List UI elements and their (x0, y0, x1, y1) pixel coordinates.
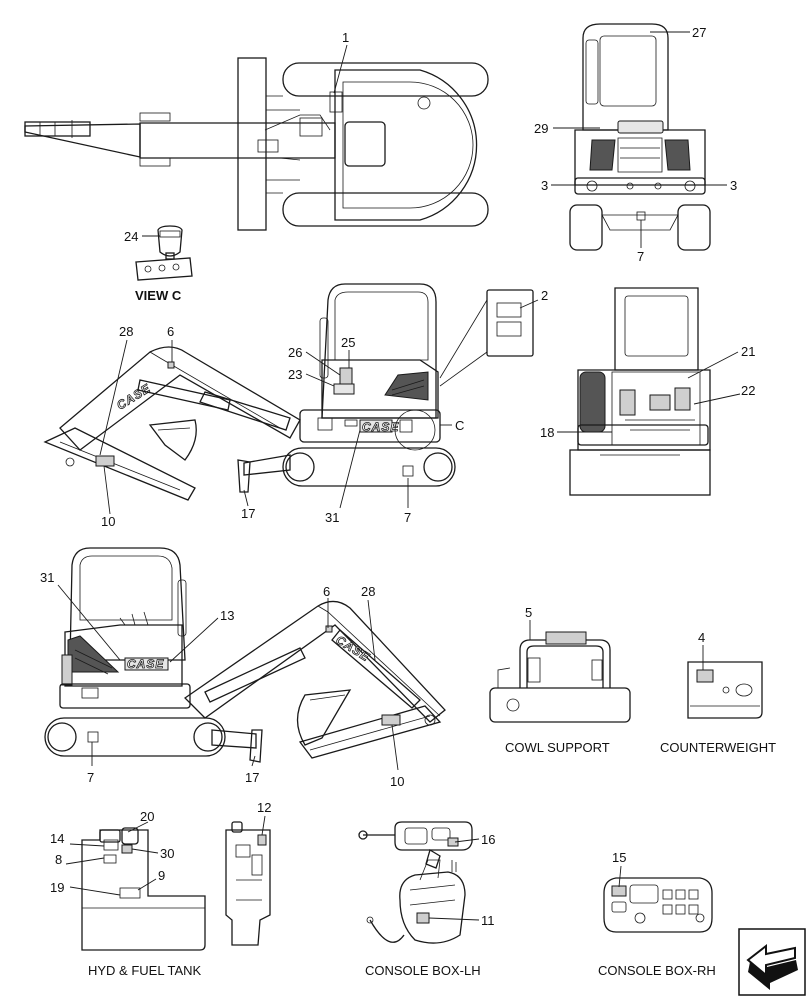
brand-decal-1: CASE (362, 420, 399, 434)
callout-22: 22 (741, 383, 755, 398)
callout-28-bottom: 28 (361, 584, 375, 599)
callout-2: 2 (541, 288, 548, 303)
tank-side-part (225, 821, 271, 946)
counterweight-part (687, 661, 763, 719)
callout-29: 29 (534, 121, 548, 136)
caption-counterweight: COUNTERWEIGHT (660, 740, 776, 755)
console-box-rh-part (603, 877, 713, 933)
callout-6-bottom: 6 (323, 584, 330, 599)
callout-17-bottom: 17 (245, 770, 259, 785)
callout-25: 25 (341, 335, 355, 350)
callout-7-side1: 7 (404, 510, 411, 525)
callout-3-right: 3 (730, 178, 737, 193)
next-page-arrow-icon[interactable] (738, 928, 806, 996)
caption-cowl-support: COWL SUPPORT (505, 740, 610, 755)
callout-30: 30 (160, 846, 174, 861)
callout-23: 23 (288, 367, 302, 382)
callout-21: 21 (741, 344, 755, 359)
excavator-front-view (569, 287, 711, 496)
excavator-top-view (24, 57, 489, 231)
excavator-rear-view (569, 23, 711, 251)
caption-hyd-fuel-tank: HYD & FUEL TANK (88, 963, 202, 978)
callout-6-top: 6 (167, 324, 174, 339)
callout-1: 1 (342, 30, 349, 45)
callout-C: C (455, 418, 464, 433)
callout-20: 20 (140, 809, 154, 824)
callout-31-top: 31 (325, 510, 339, 525)
callout-10-top: 10 (101, 514, 115, 529)
excavator-side-view-right: CASE CASE (44, 547, 446, 763)
callout-3-left: 3 (541, 178, 548, 193)
excavator-side-view-left: CASE CASE (43, 283, 456, 501)
decal-2-inset (439, 289, 534, 387)
callout-4: 4 (698, 630, 705, 645)
callout-16: 16 (481, 832, 495, 847)
caption-console-box-lh: CONSOLE BOX-LH (365, 963, 481, 978)
callout-9: 9 (158, 868, 165, 883)
callout-13: 13 (220, 608, 234, 623)
callout-7-side2: 7 (87, 770, 94, 785)
callout-18: 18 (540, 425, 554, 440)
callout-15: 15 (612, 850, 626, 865)
console-box-lh-part (358, 821, 473, 944)
brand-decal-boom-2: CASE (333, 633, 372, 665)
callout-10-bottom: 10 (390, 774, 404, 789)
callout-26: 26 (288, 345, 302, 360)
callout-19: 19 (50, 880, 64, 895)
callout-12: 12 (257, 800, 271, 815)
callout-14: 14 (50, 831, 64, 846)
callout-24: 24 (124, 229, 138, 244)
callout-7-rear: 7 (637, 249, 644, 264)
callout-31-bottom: 31 (40, 570, 54, 585)
brand-decal-2: CASE (127, 657, 164, 671)
cowl-support-part (489, 631, 631, 723)
brand-decal-boom-1: CASE (114, 381, 153, 413)
callout-28-top: 28 (119, 324, 133, 339)
caption-console-box-rh: CONSOLE BOX-RH (598, 963, 716, 978)
callout-11: 11 (481, 913, 495, 928)
callout-27: 27 (692, 25, 706, 40)
hyd-fuel-tank-part (81, 827, 206, 951)
callout-5: 5 (525, 605, 532, 620)
view-c-detail (135, 225, 193, 281)
callout-8: 8 (55, 852, 62, 867)
callout-17-top: 17 (241, 506, 255, 521)
caption-view-c: VIEW C (135, 288, 182, 303)
